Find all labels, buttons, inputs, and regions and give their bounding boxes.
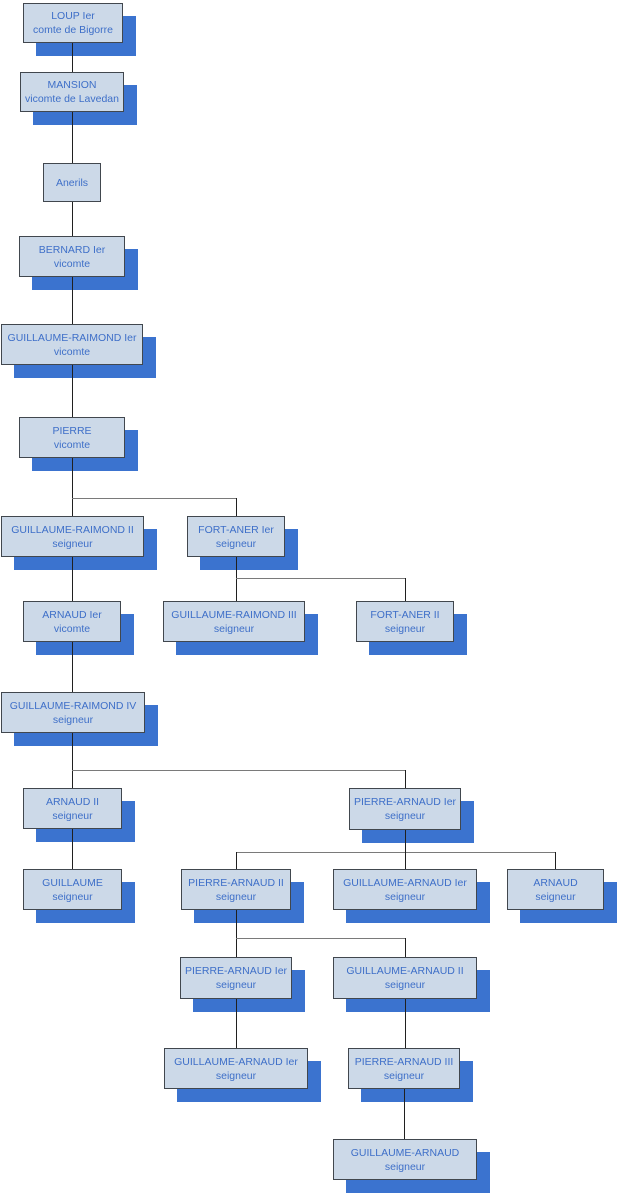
person-name: PIERRE-ARNAUD II — [188, 876, 284, 889]
connector-line — [405, 852, 406, 869]
person-title: vicomte de Lavedan — [25, 93, 119, 105]
connector-line — [72, 557, 73, 601]
connector-line — [405, 770, 406, 788]
person-name: FORT-ANER Ier — [198, 523, 274, 536]
connector-line — [236, 910, 237, 957]
connector-line — [72, 770, 406, 771]
connector-line — [236, 557, 237, 601]
person-name: LOUP Ier — [51, 10, 95, 22]
connector-line — [236, 938, 405, 939]
person-title: seigneur — [384, 622, 426, 635]
person-name: ARNAUD II — [45, 795, 100, 808]
connector-line — [72, 202, 73, 236]
person-name: GUILLAUME-ARNAUD Ier — [343, 876, 467, 889]
connector-line — [72, 733, 73, 788]
connector-line — [72, 43, 73, 72]
person-name: ARNAUD Ier — [42, 608, 102, 621]
person-name: PIERRE-ARNAUD Ier — [353, 796, 457, 808]
person-name: GUILLAUME-RAIMOND II — [11, 523, 134, 536]
connector-line — [236, 578, 405, 579]
tree-node-pierre-arnaud-ier-sr[interactable]: PIERRE-ARNAUD Ier seigneur — [349, 788, 461, 830]
person-title: vicomte — [53, 438, 91, 451]
person-name: GUILLAUME-RAIMOND Ier — [7, 331, 137, 344]
person-title: comte de Bigorre — [33, 24, 113, 36]
person-title: seigneur — [384, 979, 426, 991]
person-title: seigneur — [384, 890, 426, 903]
person-name: PIERRE-ARNAUD III — [354, 1055, 454, 1068]
connector-line — [404, 1089, 405, 1139]
person-title: seigneur — [383, 1069, 425, 1082]
person-name: BERNARD Ier — [38, 243, 106, 256]
person-title: seigneur — [215, 979, 257, 991]
connector-line — [72, 277, 73, 324]
person-name: GUILLAUME-RAIMOND III — [171, 608, 297, 621]
connector-line — [236, 852, 237, 869]
person-name: GUILLAUME-RAIMOND IV — [9, 699, 137, 712]
person-title: seigneur — [215, 890, 257, 903]
person-name: MANSION — [47, 79, 97, 91]
connector-line — [236, 999, 237, 1048]
connector-line — [72, 458, 73, 516]
person-title: vicomte — [53, 622, 91, 635]
connector-line — [236, 498, 237, 516]
person-title: seigneur — [52, 537, 93, 550]
person-name: Anerils — [55, 176, 89, 189]
person-title: seigneur — [52, 713, 94, 726]
connector-line — [72, 642, 73, 692]
person-name: GUILLAUME-ARNAUD II — [346, 965, 464, 977]
person-name: GUILLAUME — [42, 876, 103, 889]
connector-line — [555, 852, 556, 869]
person-name: PIERRE — [52, 424, 92, 437]
person-title: seigneur — [535, 890, 576, 903]
person-name: FORT-ANER II — [370, 608, 440, 621]
tree-node-pierre-arnaud-ier-jr[interactable]: PIERRE-ARNAUD Ier seigneur — [180, 957, 292, 999]
person-title: vicomte — [53, 345, 91, 358]
tree-node-anerils[interactable]: Anerils — [43, 163, 101, 202]
person-title: vicomte — [53, 257, 91, 270]
connector-line — [72, 365, 73, 417]
person-title: seigneur — [52, 809, 93, 822]
person-name: PIERRE-ARNAUD Ier — [184, 965, 288, 977]
person-title: seigneur — [213, 622, 255, 635]
connector-line — [72, 829, 73, 869]
person-name: GUILLAUME-ARNAUD — [350, 1146, 460, 1159]
person-title: seigneur — [384, 1160, 426, 1173]
person-title: seigneur — [215, 537, 257, 550]
connector-line — [405, 938, 406, 957]
connector-line — [236, 852, 555, 853]
person-title: seigneur — [215, 1069, 257, 1082]
connector-line — [72, 112, 73, 163]
connector-line — [405, 999, 406, 1048]
person-title: seigneur — [384, 810, 426, 822]
person-name: ARNAUD — [533, 876, 578, 889]
tree-node-mansion[interactable]: MANSION vicomte de Lavedan — [20, 72, 124, 112]
connector-line — [405, 578, 406, 601]
person-title: seigneur — [52, 890, 93, 903]
tree-node-loup-ier[interactable]: LOUP Ier comte de Bigorre — [23, 3, 123, 43]
tree-node-guillaume-arnaud-ii[interactable]: GUILLAUME-ARNAUD II seigneur — [333, 957, 477, 999]
person-name: GUILLAUME-ARNAUD Ier — [174, 1055, 298, 1068]
connector-line — [72, 498, 236, 499]
connector-line — [405, 830, 406, 852]
